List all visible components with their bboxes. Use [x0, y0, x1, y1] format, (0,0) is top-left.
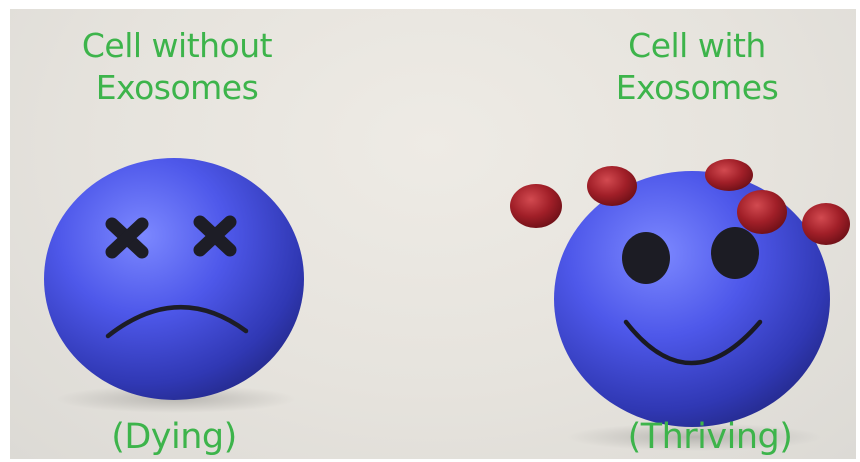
exosome-comparison-scene: Cell without Exosomes Cell with Exosomes…	[10, 9, 856, 459]
cell-body	[554, 171, 830, 427]
exosomes	[510, 159, 850, 245]
left-title-line2: Exosomes	[95, 67, 259, 107]
cell-shadow	[566, 423, 822, 451]
illustration	[44, 158, 850, 451]
exosome	[802, 203, 850, 245]
eye-right-icon	[711, 227, 759, 279]
right-title-line2: Exosomes	[615, 67, 779, 107]
thriving-cell	[554, 171, 830, 451]
exosome	[587, 166, 637, 206]
left-title-line1: Cell without	[81, 26, 273, 65]
right-status: (Thriving)	[627, 417, 793, 457]
exosome	[705, 159, 753, 191]
x-eye-left-icon	[105, 217, 149, 259]
exosome	[510, 184, 562, 228]
left-title: Cell without Exosomes	[30, 25, 324, 109]
left-status: (Dying)	[111, 417, 237, 457]
frown-mouth-icon	[105, 304, 249, 339]
eye-left-icon	[622, 232, 670, 284]
x-eye-right-icon	[193, 215, 237, 257]
cell-body	[44, 158, 304, 400]
exosome	[737, 190, 787, 234]
right-title-line1: Cell with	[628, 26, 766, 65]
smile-mouth-icon	[623, 319, 763, 366]
right-title: Cell with Exosomes	[550, 25, 844, 109]
dying-cell	[44, 158, 304, 413]
